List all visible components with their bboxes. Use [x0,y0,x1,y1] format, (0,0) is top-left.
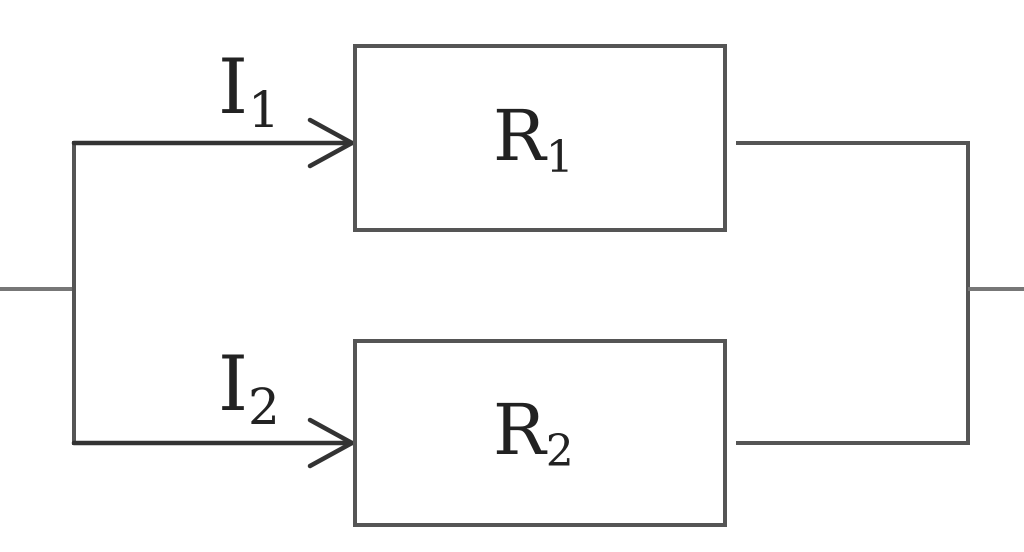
branch-1-arrow-head-icon [307,117,357,169]
resistor-1-label: R1 [493,95,574,183]
resistor-2-box [353,339,727,527]
resistor-2-label: R2 [493,389,574,477]
current-1-subscript: 1 [248,81,280,139]
current-2-label: I2 [218,339,280,436]
resistor-1-symbol: R [493,95,548,177]
resistor-2-subscript: 2 [546,426,574,477]
current-1-symbol: I [218,42,248,131]
current-1-label: I1 [218,42,280,139]
current-2-subscript: 2 [248,378,280,436]
resistor-1-box [353,44,727,232]
branch-2-arrow-head-icon [307,417,357,469]
resistor-1-subscript: 1 [546,132,574,183]
current-2-symbol: I [218,339,248,428]
resistor-2-symbol: R [493,389,548,471]
